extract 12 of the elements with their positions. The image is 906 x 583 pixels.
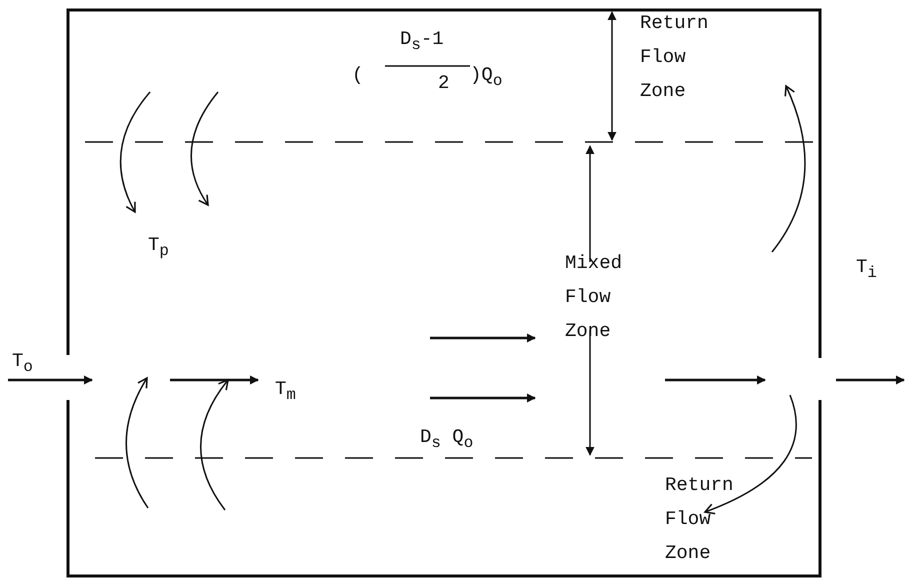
zone-label: Return Flow Zone: [640, 11, 710, 104]
temperature-label: T$_{m}$: [275, 377, 296, 406]
parenthesis: (: [352, 63, 364, 88]
zone-label: Mixed Flow Zone: [565, 251, 624, 344]
formula-text: D$_{s}$-1: [400, 27, 444, 56]
formula-text: )Q$_{o}$: [470, 63, 502, 92]
temperature-label: T$_{p}$: [148, 233, 169, 262]
zone-label: Return Flow Zone: [665, 473, 734, 566]
formula-text: 2: [438, 71, 450, 96]
temperature-label: T$_{o}$: [12, 349, 33, 378]
flow-rate-label: D$_{s}$ Q$_{o}$: [420, 425, 474, 454]
temperature-label: T$_{i}$: [856, 255, 877, 284]
